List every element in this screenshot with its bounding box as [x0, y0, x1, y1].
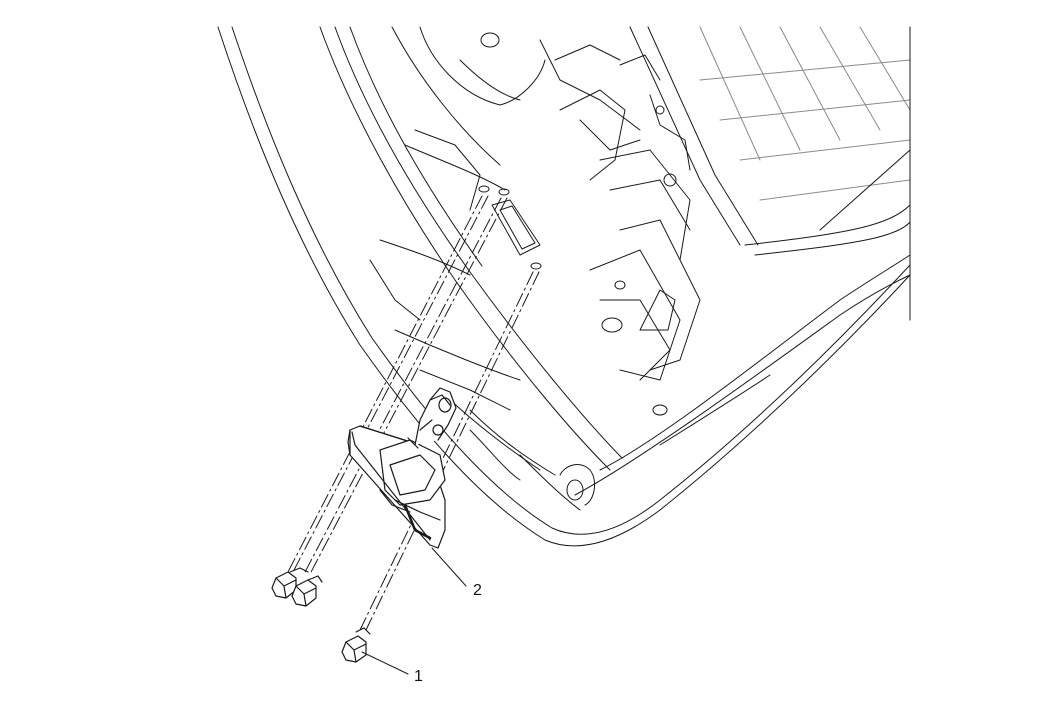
alignment-lines [287, 195, 540, 631]
liftgate-inner-panel [217, 26, 911, 547]
actuator-assembly [347, 387, 457, 549]
callout-label-bolt: 1 [414, 668, 423, 685]
bolt-single [341, 627, 371, 663]
leader-line-2 [431, 547, 467, 587]
leader-line-1 [361, 651, 409, 675]
bolt-pair [271, 567, 323, 607]
callout-label-actuator: 2 [473, 582, 482, 599]
